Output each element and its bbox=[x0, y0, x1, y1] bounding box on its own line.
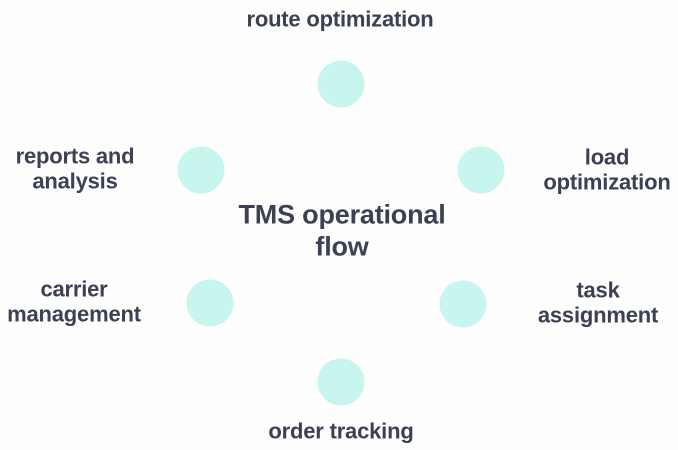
node-label-task-assignment: task assignment bbox=[537, 277, 659, 328]
node-label-carrier-management: carrier management bbox=[7, 276, 141, 327]
node-circle-carrier-management bbox=[186, 279, 234, 327]
node-circle-load-optimization bbox=[457, 146, 505, 194]
diagram-title: TMS operational flow bbox=[238, 199, 446, 262]
node-circle-route-optimization bbox=[317, 60, 365, 108]
node-circle-reports-and-analysis bbox=[177, 146, 225, 194]
node-label-reports-and-analysis: reports and analysis bbox=[15, 143, 135, 194]
node-circle-task-assignment bbox=[439, 280, 487, 328]
node-label-route-optimization: route optimization bbox=[246, 6, 434, 32]
node-circle-order-tracking bbox=[317, 358, 365, 406]
node-label-load-optimization: load optimization bbox=[543, 144, 671, 195]
node-label-order-tracking: order tracking bbox=[268, 418, 414, 444]
